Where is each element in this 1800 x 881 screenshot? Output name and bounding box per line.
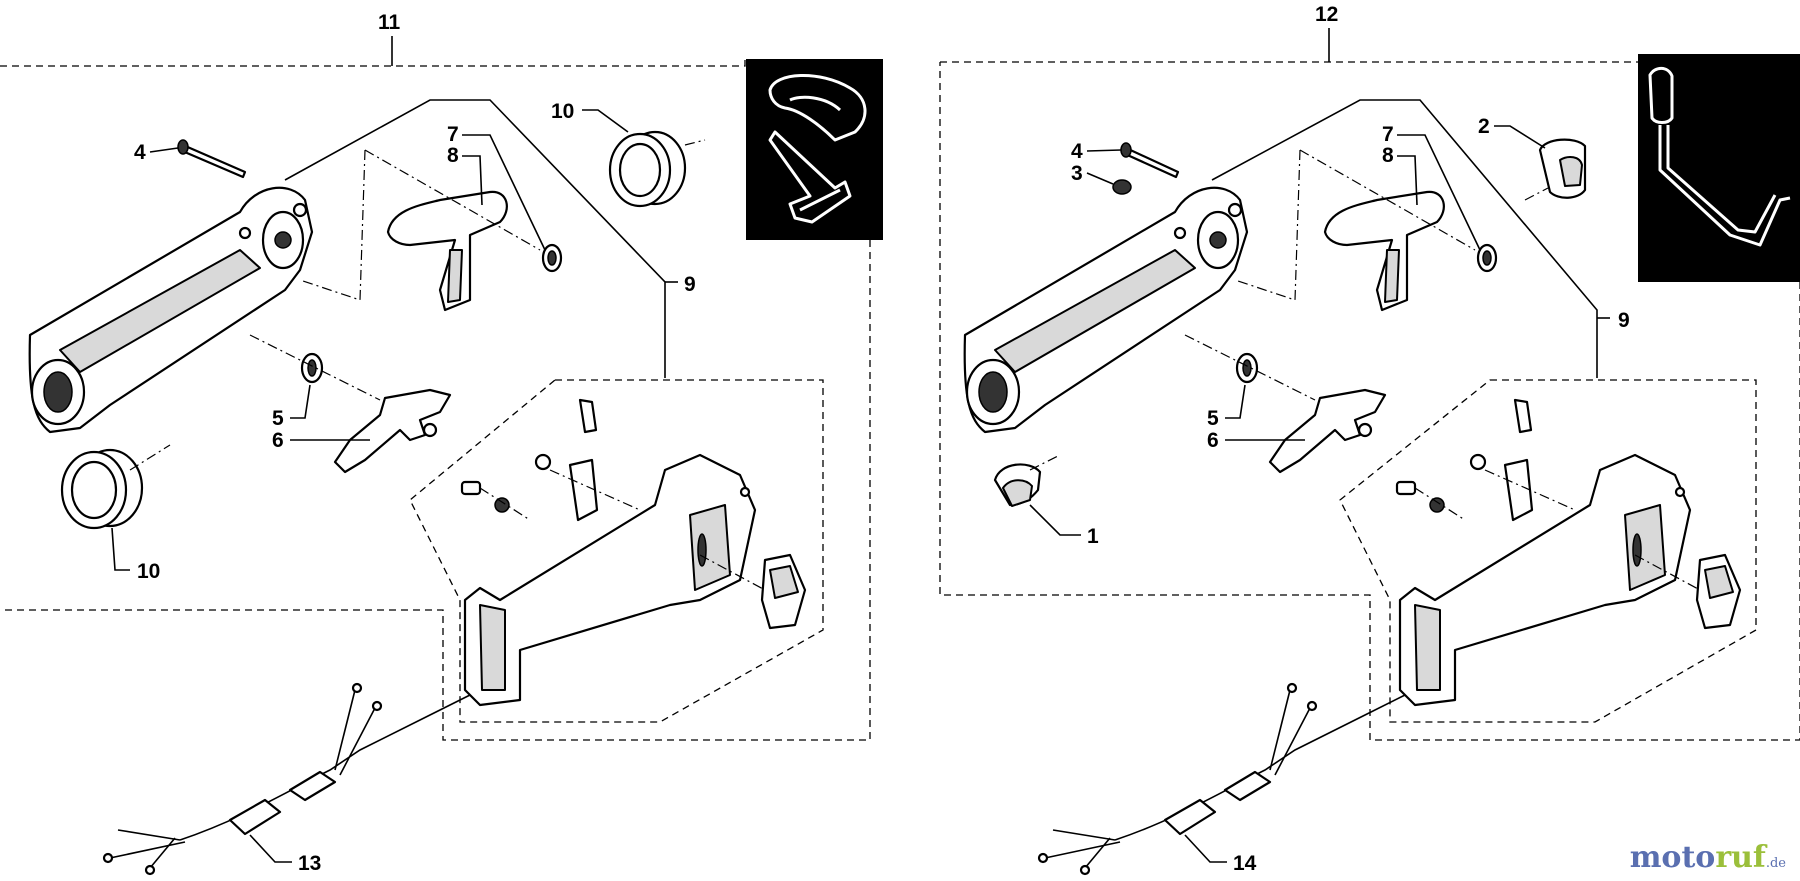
callout-5-right: 5 [1207,407,1219,430]
wire-harness-right [1037,682,1406,876]
contact-clip-right [1503,398,1534,522]
watermark-tld: .de [1765,856,1786,871]
watermark-part1: moto [1629,840,1716,875]
callout-7-left: 7 [447,123,459,146]
spring-part-5-left [300,352,324,384]
callout-4-left: 4 [134,141,146,164]
bent-throttle-rod-icon [1648,66,1791,247]
rear-handle-housing-right [1398,453,1692,707]
assembly-label-12: 12 [1315,3,1338,26]
trigger-part-6-right [1268,388,1387,474]
ring-part-10-upper-left [608,130,687,208]
spring-part-5-right [1235,352,1259,384]
callout-8-right: 8 [1382,144,1394,167]
assembly-label-11: 11 [378,11,401,34]
spring-part-7-left [541,243,563,273]
motoruf-watermark: motoruf.de [1630,840,1786,875]
screw-small-left [460,453,552,513]
callout-5-left: 5 [272,407,284,430]
lever-part-8-right [1323,190,1445,312]
watermark-part2: ruf [1715,840,1766,875]
callout-4-right: 4 [1071,140,1083,163]
screw-part-4-left [177,139,247,179]
callout-10-lower-left: 10 [137,560,160,583]
callout-9-left: 9 [684,273,696,296]
callout-6-left: 6 [272,429,284,452]
inset-right [1638,54,1800,282]
assembly-boundary-left [0,60,871,741]
handle-loop-bracket-icon [768,74,867,224]
grip-part-2-right [1538,138,1587,199]
callout-9-right: 9 [1618,309,1630,332]
switch-part-left [760,553,807,630]
assembly-right: 12 9 4 [939,3,1800,876]
callout-3-right: 3 [1071,162,1083,185]
assembly-boundary-right [939,61,1800,741]
rear-handle-housing-left [463,453,757,707]
callout-10-upper-left: 10 [551,100,574,123]
grip-part-1-right [993,463,1042,507]
assembly-left: 11 9 [0,11,883,876]
trigger-part-6-left [333,388,452,474]
screw-small-right [1395,453,1487,513]
callout-6-right: 6 [1207,429,1219,452]
inset-left [746,59,883,240]
ring-part-10-lower-left [60,448,144,530]
screw-part-4-right [1120,142,1180,179]
spring-part-7-right [1476,243,1498,273]
wire-harness-left [102,682,471,876]
callout-8-left: 8 [447,144,459,167]
callout-7-right: 7 [1382,123,1394,146]
callout-13: 13 [298,852,321,875]
contact-clip-left [568,398,599,522]
switch-part-right [1695,553,1742,630]
handle-housing-right [963,186,1249,434]
lever-part-8-left [386,190,508,312]
callout-1-right: 1 [1087,525,1099,548]
handle-housing-left [28,186,314,434]
callout-14: 14 [1233,852,1257,875]
callout-2-right: 2 [1478,115,1490,138]
nut-part-3-right [1112,179,1132,195]
